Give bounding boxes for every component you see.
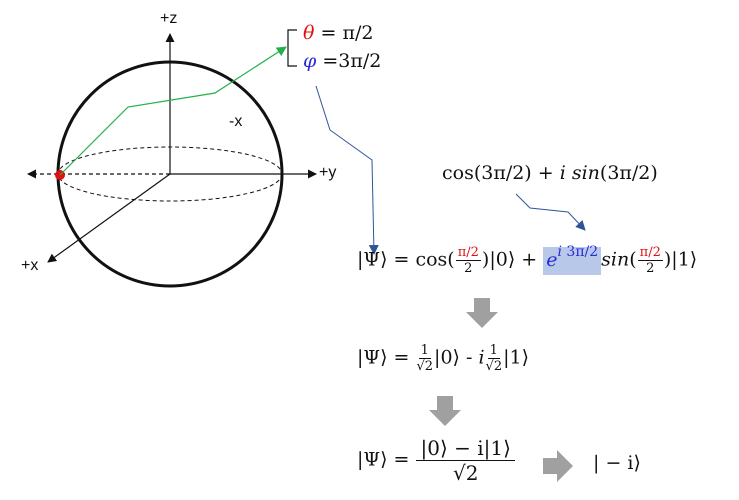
eq1-exp-rest: 3π/2 bbox=[561, 243, 599, 260]
axis-label-x: +x bbox=[21, 257, 39, 274]
eq3-lhs: |Ψ⟩ = bbox=[357, 448, 416, 471]
theta-symbol: θ bbox=[303, 22, 315, 44]
eq1-mid: )|0⟩ + bbox=[481, 248, 544, 271]
down-arrow-2 bbox=[429, 396, 461, 426]
eq3-fraction: |0⟩ − i|1⟩√2 bbox=[416, 438, 515, 485]
equation-3: |Ψ⟩ = |0⟩ − i|1⟩√2 bbox=[357, 438, 516, 483]
eq1-frac-den: 2 bbox=[464, 261, 473, 276]
theta-label: θ = π/2 bbox=[303, 22, 373, 44]
eq1-sin: sin bbox=[601, 248, 630, 271]
phase-highlight: ei 3π/2 bbox=[543, 243, 602, 275]
euler-cos-part: cos(3π/2) + bbox=[442, 162, 560, 184]
euler-hint: cos(3π/2) + i sin(3π/2) bbox=[442, 162, 658, 184]
eq1-frac2-den: 2 bbox=[646, 261, 655, 276]
result-ket: | − i⟩ bbox=[593, 452, 641, 474]
eq3-numerator: |0⟩ − i|1⟩ bbox=[416, 438, 515, 461]
eq1-frac2-num: π/2 bbox=[637, 245, 663, 261]
eq2-lhs: |Ψ⟩ = bbox=[357, 346, 416, 369]
axis-label-z: +z bbox=[160, 10, 178, 27]
theta-value: = π/2 bbox=[320, 22, 374, 44]
eq2-ket0: |0⟩ - bbox=[434, 346, 479, 369]
phi-symbol: φ bbox=[303, 50, 317, 72]
eq2-frac-den: √2 bbox=[416, 359, 434, 374]
down-arrow-1 bbox=[466, 298, 498, 328]
eq1-tail: )|1⟩ bbox=[663, 248, 698, 271]
eq1-exp-i: i bbox=[557, 243, 562, 260]
euler-i: i bbox=[559, 162, 566, 184]
eq1-open-paren: ( bbox=[629, 248, 637, 271]
phi-pointer-line bbox=[315, 85, 379, 255]
eq1-exp-base: e bbox=[546, 248, 558, 271]
euler-sin: sin bbox=[565, 162, 600, 184]
eq2-frac2-num: 1 bbox=[487, 343, 500, 359]
right-arrow bbox=[543, 450, 573, 482]
angle-bracket bbox=[287, 29, 297, 67]
x-axis bbox=[47, 173, 171, 263]
euler-arg: (3π/2) bbox=[599, 162, 658, 184]
phi-label: φ =3π/2 bbox=[303, 50, 381, 72]
eq2-fraction-1: 1√2 bbox=[416, 344, 433, 373]
eq3-denominator: √2 bbox=[452, 461, 479, 485]
axis-label-y: +y bbox=[319, 164, 337, 181]
eq2-fraction-2: 1√2 bbox=[486, 344, 503, 373]
axis-label-neg-x: -x bbox=[229, 113, 243, 130]
eq1-lhs: |Ψ⟩ = cos( bbox=[357, 248, 455, 271]
euler-pointer-line bbox=[515, 193, 586, 231]
eq2-frac-num: 1 bbox=[418, 343, 431, 359]
eq2-frac2-den: √2 bbox=[485, 359, 503, 374]
phi-value: =3π/2 bbox=[322, 50, 382, 72]
eq1-frac-num: π/2 bbox=[455, 245, 481, 261]
eq2-ket1: |1⟩ bbox=[503, 346, 529, 369]
green-pointer-line bbox=[59, 46, 287, 176]
eq2-i: i bbox=[478, 346, 485, 369]
